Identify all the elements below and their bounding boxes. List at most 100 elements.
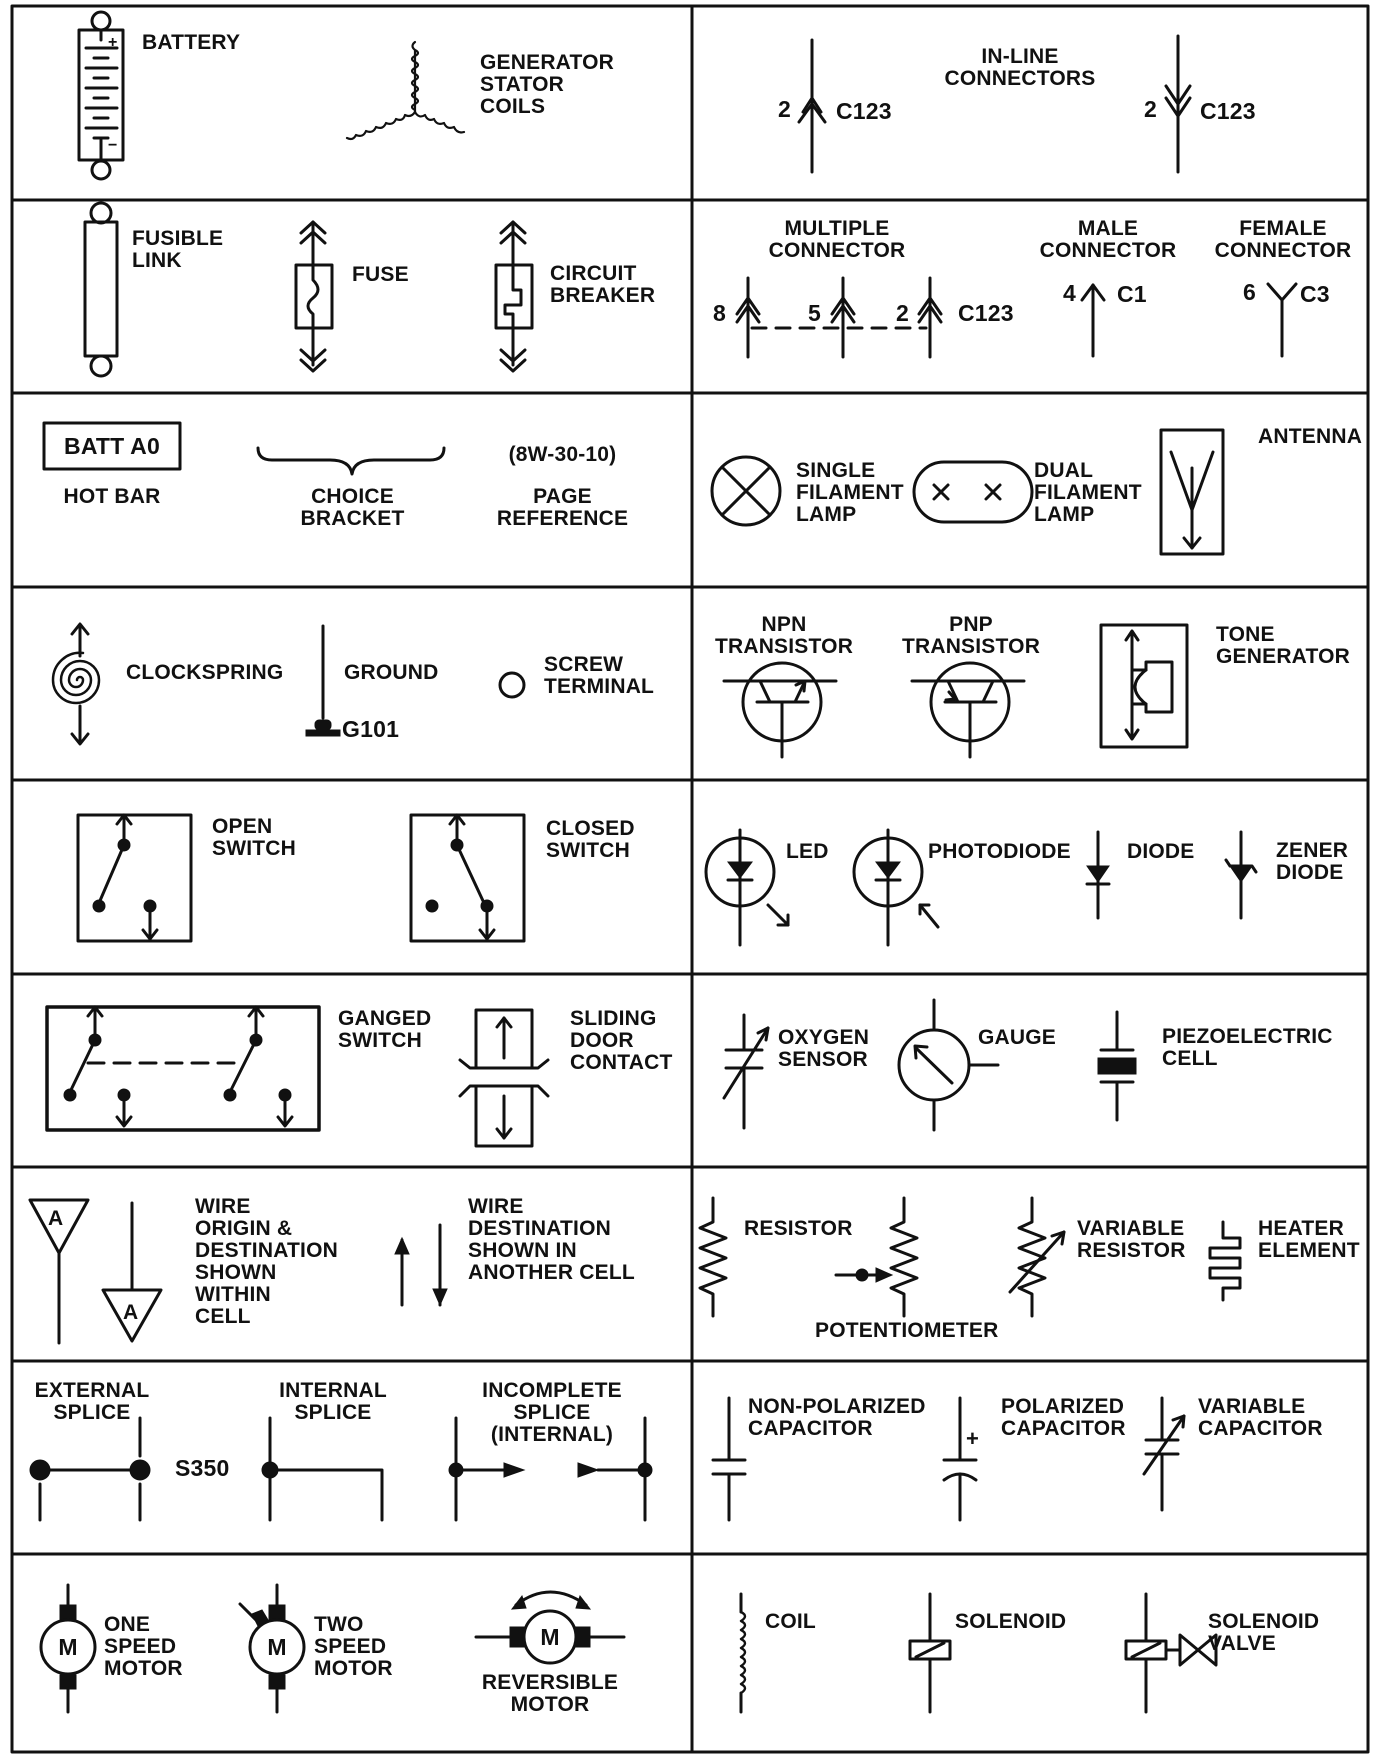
ganged-switch-symbol <box>45 1005 321 1132</box>
polarized-capacitor-symbol: + <box>942 1396 979 1522</box>
pnp-transistor-label: PNP TRANSISTOR <box>901 613 1041 658</box>
pnp-transistor-symbol <box>910 661 1026 759</box>
solenoid-valve-symbol <box>1124 1592 1218 1714</box>
coil-label: COIL <box>765 1610 816 1633</box>
two-speed-motor-letter: M <box>267 1634 287 1660</box>
variable-resistor-symbol <box>1008 1196 1066 1318</box>
closed-switch-label: CLOSED SWITCH <box>546 817 635 862</box>
multiple-connector-symbol <box>735 276 943 359</box>
single-filament-lamp-label: SINGLE FILAMENT LAMP <box>796 459 904 526</box>
hot-bar-box-text: BATT A0 <box>64 433 160 459</box>
svg-text:+: + <box>966 1426 979 1451</box>
npn-transistor-label: NPN TRANSISTOR <box>714 613 854 658</box>
sliding-door-contact-symbol <box>458 1008 550 1148</box>
battery-label: BATTERY <box>142 31 241 54</box>
female-connector-label: FEMALE CONNECTOR <box>1214 217 1352 262</box>
zener-diode-symbol <box>1224 830 1258 920</box>
clockspring-label: CLOCKSPRING <box>126 661 284 684</box>
table-grid <box>10 4 1370 1754</box>
wire-origin-top-letter: A <box>48 1207 64 1230</box>
internal-splice-label: INTERNAL SPLICE <box>279 1379 387 1424</box>
piezoelectric-cell-label: PIEZOELECTRIC CELL <box>1162 1025 1333 1070</box>
choice-bracket-label: CHOICE BRACKET <box>300 485 405 530</box>
diode-symbol <box>1085 830 1111 920</box>
potentiometer-label: POTENTIOMETER <box>815 1319 999 1342</box>
incomplete-splice-symbol <box>448 1416 653 1522</box>
single-filament-lamp-symbol <box>710 455 782 527</box>
circuit-breaker-symbol <box>494 220 534 373</box>
multiple-connector-pin-5: 5 <box>808 300 821 326</box>
one-speed-motor-label: ONE SPEED MOTOR <box>104 1613 183 1680</box>
led-symbol <box>704 828 790 947</box>
one-speed-motor-letter: M <box>58 1634 78 1660</box>
external-splice-label: EXTERNAL SPLICE <box>34 1379 150 1424</box>
fuse-symbol <box>294 220 334 373</box>
diode-label: DIODE <box>1127 840 1195 863</box>
female-connector-number: 6 <box>1243 279 1256 305</box>
oxygen-sensor-label: OXYGEN SENSOR <box>778 1026 870 1071</box>
female-connector-symbol <box>1266 282 1298 358</box>
antenna-label: ANTENNA <box>1258 425 1363 448</box>
heater-element-symbol <box>1208 1220 1242 1302</box>
dual-filament-lamp-label: DUAL FILAMENT LAMP <box>1034 459 1142 526</box>
svg-text:+: + <box>108 34 117 51</box>
wire-origin-symbol <box>28 1198 163 1345</box>
male-connector-label: MALE CONNECTOR <box>1039 217 1177 262</box>
ground-label: GROUND <box>344 661 439 684</box>
incomplete-splice-label: INCOMPLETE SPLICE (INTERNAL) <box>482 1379 622 1446</box>
open-switch-symbol <box>76 813 193 943</box>
resistor-symbol <box>698 1196 728 1318</box>
antenna-symbol <box>1159 428 1225 556</box>
variable-resistor-label: VARIABLE RESISTOR <box>1077 1217 1186 1262</box>
non-polarized-capacitor-symbol <box>711 1396 747 1522</box>
multiple-connector-label: MULTIPLE CONNECTOR <box>768 217 906 262</box>
inline-connector-male <box>797 38 827 174</box>
generator-stator-label: GENERATOR STATOR COILS <box>480 51 615 118</box>
variable-capacitor-symbol <box>1142 1396 1186 1512</box>
resistor-label: RESISTOR <box>744 1217 853 1240</box>
inline-female-number: 2 <box>1144 96 1157 122</box>
clockspring-symbol <box>51 622 101 746</box>
multiple-connector-pin-8: 8 <box>713 300 726 326</box>
fusible-link-symbol <box>83 201 119 378</box>
reversible-motor-letter: M <box>540 1624 560 1650</box>
two-speed-motor-label: TWO SPEED MOTOR <box>314 1613 393 1680</box>
wire-destination-arrows <box>394 1223 448 1307</box>
photodiode-symbol <box>852 828 940 947</box>
hot-bar-label: HOT BAR <box>63 485 161 508</box>
wire-origin-label: WIRE ORIGIN & DESTINATION SHOWN WITHIN C… <box>195 1195 338 1328</box>
npn-transistor-symbol <box>722 661 838 759</box>
svg-text:−: − <box>108 137 117 154</box>
zener-diode-label: ZENER DIODE <box>1276 839 1349 884</box>
gauge-label: GAUGE <box>978 1026 1057 1049</box>
closed-switch-symbol <box>409 813 526 943</box>
circuit-breaker-label: CIRCUIT BREAKER <box>550 262 656 307</box>
dual-filament-lamp-symbol <box>912 460 1034 524</box>
fusible-link-label: FUSIBLE LINK <box>132 227 224 272</box>
male-connector-symbol <box>1080 283 1106 358</box>
two-speed-motor-symbol <box>238 1583 306 1714</box>
external-splice-code: S350 <box>175 1455 230 1481</box>
wire-destination-label: WIRE DESTINATION SHOWN IN ANOTHER CELL <box>468 1195 635 1284</box>
page-reference-code: (8W-30-10) <box>508 443 617 466</box>
screw-terminal-label: SCREW TERMINAL <box>544 653 655 698</box>
ground-code: G101 <box>342 716 400 742</box>
tone-generator-symbol <box>1099 623 1189 749</box>
male-connector-code: C1 <box>1117 281 1147 307</box>
coil-symbol <box>739 1592 747 1714</box>
solenoid-symbol <box>908 1592 952 1714</box>
reversible-motor-symbol <box>474 1590 626 1665</box>
internal-splice-symbol <box>261 1416 384 1522</box>
open-switch-label: OPEN SWITCH <box>212 815 297 860</box>
battery-symbol: + − <box>77 10 125 181</box>
oxygen-sensor-symbol <box>722 1013 770 1130</box>
led-label: LED <box>786 840 829 863</box>
inline-female-code: C123 <box>1200 98 1256 124</box>
ground-symbol <box>305 624 341 737</box>
potentiometer-symbol <box>834 1196 919 1318</box>
solenoid-valve-label: SOLENOID VALVE <box>1208 1610 1320 1655</box>
ganged-switch-label: GANGED SWITCH <box>338 1007 432 1052</box>
solenoid-label: SOLENOID <box>955 1610 1067 1633</box>
hot-bar-box <box>42 421 182 471</box>
page-reference-label: PAGE REFERENCE <box>496 485 629 530</box>
